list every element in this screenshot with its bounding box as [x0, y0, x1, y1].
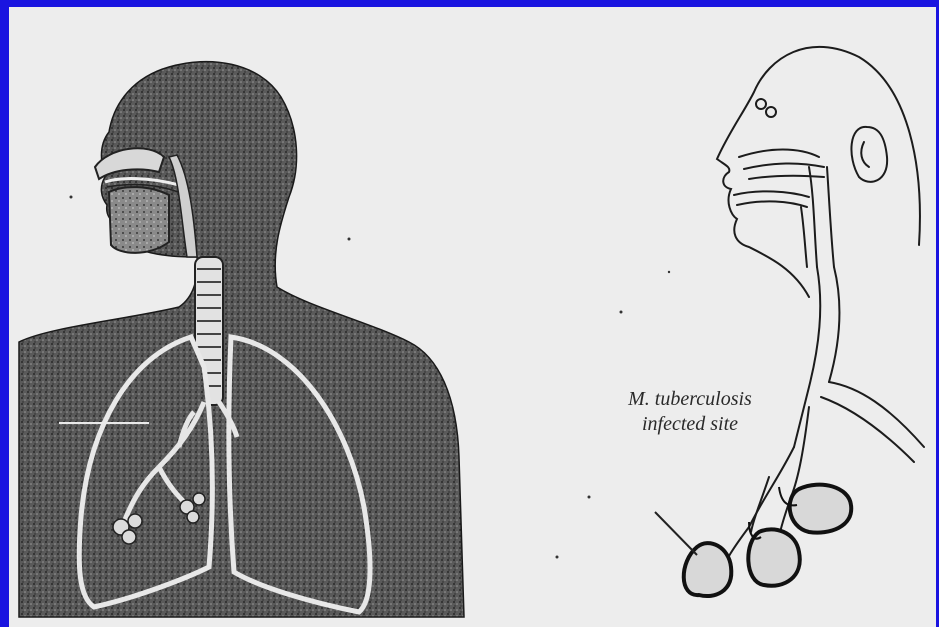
annotation-pointer	[655, 512, 697, 555]
infected-site-label: M. tuberculosis infected site	[605, 387, 775, 437]
label-line-2: infected site	[605, 412, 775, 437]
respiratory-system-illustration	[9, 7, 939, 627]
ear	[851, 127, 887, 182]
infected-alveoli	[684, 485, 852, 596]
head-profile	[717, 47, 920, 297]
oral-cavity	[109, 187, 169, 253]
alveolus-cluster-1	[684, 543, 732, 596]
label-line-1: M. tuberculosis	[605, 387, 775, 412]
alveolus-cluster-3	[790, 485, 852, 533]
